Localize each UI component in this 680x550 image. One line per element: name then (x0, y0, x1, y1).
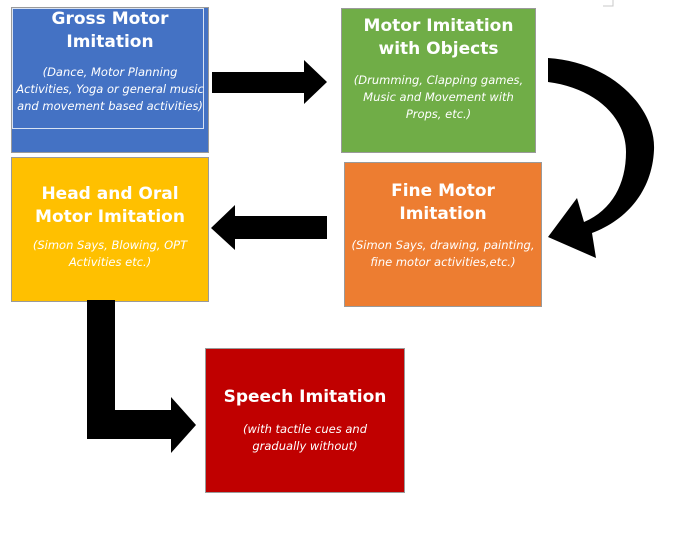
arrow-left (211, 205, 327, 250)
motor-with-objects-title: Motor Imitation with Objects (363, 16, 514, 59)
head-oral-motor-subtitle: (Simon Says, Blowing, OPT Activities etc… (32, 238, 188, 269)
fine-motor-title: Fine Motor Imitation (391, 181, 495, 224)
page-corner-mark (603, 0, 614, 7)
arrow-curved-down (548, 58, 655, 258)
arrow-elbow (87, 300, 196, 453)
head-oral-motor-title: Head and Oral Motor Imitation (35, 184, 185, 227)
fine-motor-box: Fine Motor Imitation (Simon Says, drawin… (344, 162, 542, 307)
speech-imitation-box: Speech Imitation (with tactile cues and … (205, 348, 405, 493)
gross-motor-title: Gross Motor Imitation (51, 9, 169, 52)
speech-imitation-title: Speech Imitation (223, 387, 387, 407)
arrow-right (212, 60, 327, 104)
gross-motor-subtitle: (Dance, Motor Planning Activities, Yoga … (16, 65, 204, 113)
motor-with-objects-subtitle: (Drumming, Clapping games, Music and Mov… (353, 73, 524, 121)
fine-motor-subtitle: (Simon Says, drawing, painting, fine mot… (351, 238, 535, 269)
speech-imitation-subtitle: (with tactile cues and gradually without… (242, 422, 368, 453)
motor-with-objects-box: Motor Imitation with Objects (Drumming, … (341, 8, 536, 153)
